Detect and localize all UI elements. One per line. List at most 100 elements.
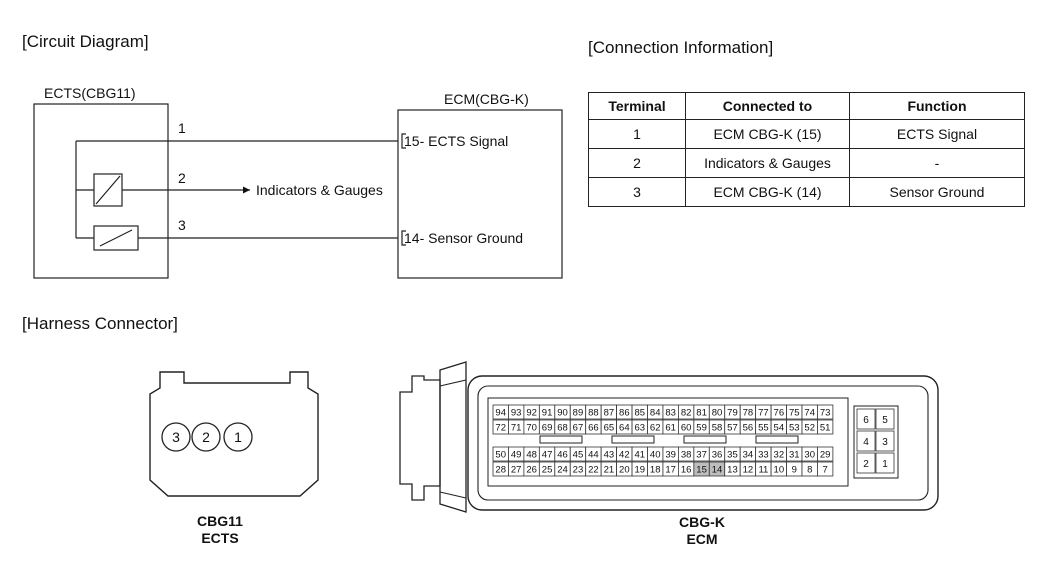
svg-text:3: 3	[172, 429, 180, 445]
cbgk-pin-81-label: 81	[696, 408, 707, 419]
cbgk-pin-63-cell	[631, 419, 648, 435]
cbgk-pin-47-label: 47	[542, 450, 553, 461]
cbgk-pin-32-label: 32	[774, 450, 785, 461]
cbgk-pin-71-label: 71	[511, 423, 522, 434]
cbgk-pin-14-label: 14	[712, 465, 723, 476]
cbgk-pin-23-label: 23	[573, 465, 584, 476]
cbgk-small-block-frame	[853, 405, 899, 479]
cbgk-pin-40-label: 40	[650, 450, 661, 461]
table-cell: Indicators & Gauges	[685, 148, 850, 178]
cbgk-pin-28-label: 28	[495, 465, 506, 476]
cbgk-pin-9-cell	[786, 461, 803, 477]
cbgk-pin-20-cell	[616, 461, 633, 477]
table-cell: 2	[588, 148, 686, 178]
column-header: Connected to	[685, 92, 850, 120]
cbgk-pin-28-cell	[492, 461, 509, 477]
cbgk-pin-61-label: 61	[665, 423, 676, 434]
pin-3-label: 3	[178, 217, 186, 233]
cbgk-pin-53-label: 53	[789, 423, 800, 434]
cbgk-caption: CBG-K ECM	[652, 514, 752, 548]
cbgk-pin-59-cell	[693, 419, 710, 435]
cbgk-pin-10-cell	[770, 461, 787, 477]
cbgk-connector-body	[399, 361, 939, 513]
cbgk-pin-62-label: 62	[650, 423, 661, 434]
cbgk-pin-41-cell	[631, 446, 648, 462]
cbgk-pin-30-label: 30	[804, 450, 815, 461]
cbgk-pin-91-label: 91	[542, 408, 553, 419]
cbgk-pin-34-cell	[739, 446, 757, 462]
cbgk-pin-45-label: 45	[573, 450, 584, 461]
cbgk-pin-85-label: 85	[634, 408, 645, 419]
cbgk-pin-74-cell	[801, 404, 818, 420]
cbgk-pin-16-cell	[678, 461, 695, 477]
svg-text:2: 2	[202, 429, 210, 445]
table-row: 3 ECM CBG-K (14) Sensor Ground	[588, 177, 1025, 207]
cbgk-pin-73-label: 73	[820, 408, 831, 419]
cbgk-pin-49-cell	[508, 446, 525, 462]
cbgk-pin-39-label: 39	[665, 450, 676, 461]
cbgk-pin-87-label: 87	[604, 408, 615, 419]
cbgk-pin-50-label: 50	[495, 450, 506, 461]
cbgk-pin-35-cell	[724, 446, 741, 462]
cbgk-pin-86-cell	[616, 404, 633, 420]
cbgk-pin-55-label: 55	[758, 423, 769, 434]
cbgk-pin-5-label: 5	[882, 415, 888, 426]
cbgk-pin-77-label: 77	[758, 408, 769, 419]
cbgk-pin-72-label: 72	[495, 423, 506, 434]
cbgk-pin-50-cell	[492, 446, 509, 462]
cbgk-pin-18-label: 18	[650, 465, 661, 476]
cbgk-pin-72-cell	[492, 419, 509, 435]
connection-info-title: [Connection Information]	[588, 38, 774, 57]
cbgk-pin-65-label: 65	[604, 423, 615, 434]
cbgk-pin-33-cell	[755, 446, 772, 462]
cbgk-pin-67-cell	[569, 419, 587, 435]
cbgk-name: ECM	[686, 531, 718, 547]
cbgk-pin-85-cell	[631, 404, 648, 420]
cbgk-pin-25-cell	[538, 461, 556, 477]
table-cell: 3	[588, 177, 686, 207]
cbgk-pin-89-cell	[569, 404, 587, 420]
cbgk-pin-23-cell	[569, 461, 587, 477]
cbgk-pin-83-cell	[662, 404, 679, 420]
cbgk-pin-17-label: 17	[665, 465, 676, 476]
cbgk-pin-66-cell	[585, 419, 602, 435]
cbgk-pin-58-cell	[708, 419, 726, 435]
column-header: Function	[849, 92, 1025, 120]
cbgk-pin-94-cell	[492, 404, 509, 420]
cbgk-pin-4-label: 4	[863, 437, 869, 448]
cbgk-pin-56-cell	[739, 419, 757, 435]
table-cell: 1	[588, 119, 686, 149]
cbgk-pin-6-label: 6	[863, 415, 869, 426]
cbgk-pin-61-cell	[662, 419, 679, 435]
cbgk-pin-22-cell	[585, 461, 602, 477]
cbgk-pin-21-label: 21	[604, 465, 615, 476]
cbgk-pin-25-label: 25	[542, 465, 553, 476]
cbgk-pin-71-cell	[508, 419, 525, 435]
cbgk-pin-79-label: 79	[727, 408, 738, 419]
svg-text:1: 1	[234, 429, 242, 445]
cbgk-pin-31-cell	[786, 446, 803, 462]
cbgk-pin-54-label: 54	[774, 423, 785, 434]
cbgk-pin-88-label: 88	[588, 408, 599, 419]
table-row: 2 Indicators & Gauges -	[588, 148, 1025, 178]
cbgk-pin-47-cell	[538, 446, 556, 462]
cbgk-pin-69-label: 69	[542, 423, 553, 434]
cbgk-pin-51-cell	[817, 419, 834, 435]
cbg11-pin-1: 1	[223, 422, 253, 452]
cbgk-pin-82-cell	[678, 404, 695, 420]
cbgk-pin-3-label: 3	[882, 437, 888, 448]
cbgk-pin-70-cell	[523, 419, 540, 435]
cbgk-pin-58-label: 58	[712, 423, 723, 434]
cbgk-pin-13-label: 13	[727, 465, 738, 476]
ects-box	[33, 103, 169, 279]
cbgk-pin-10-label: 10	[774, 465, 785, 476]
indicators-gauges-label: Indicators & Gauges	[256, 182, 383, 198]
cbgk-pin-82-label: 82	[681, 408, 692, 419]
cbgk-pin-60-cell	[678, 419, 695, 435]
harness-connector-title: [Harness Connector]	[22, 314, 178, 333]
cbgk-pin-75-cell	[786, 404, 803, 420]
cbgk-pin-76-label: 76	[774, 408, 785, 419]
cbgk-pin-90-label: 90	[557, 408, 568, 419]
cbgk-pin-6-cell	[856, 408, 876, 430]
cbgk-pin-37-label: 37	[696, 450, 707, 461]
